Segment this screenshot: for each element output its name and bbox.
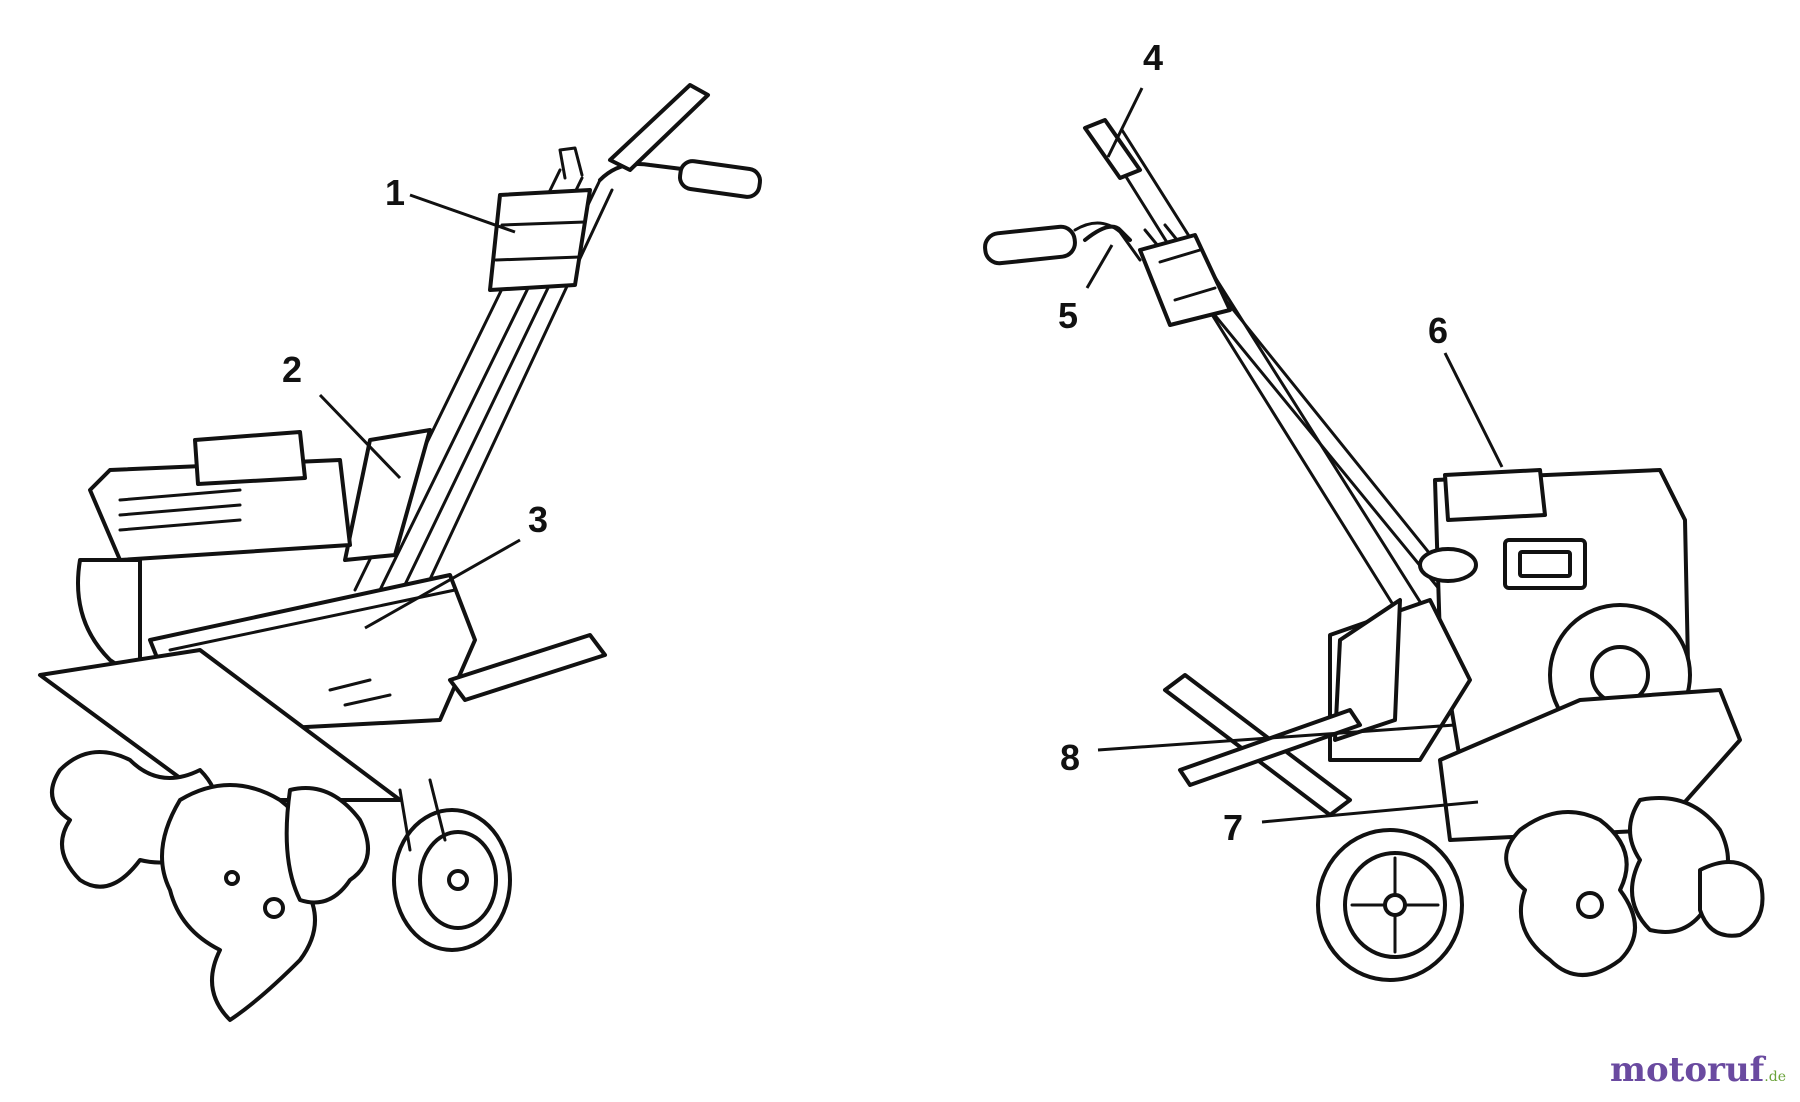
leader-line-5 [1085, 244, 1114, 289]
leader-line-7 [1261, 800, 1479, 824]
callout-1: 1 [385, 172, 516, 234]
leader-line-1 [409, 193, 516, 234]
callout-label-3: 3 [528, 499, 548, 540]
callout-3: 3 [364, 499, 548, 630]
tiller-left-illustration [38, 83, 763, 1022]
callout-label-1: 1 [385, 172, 405, 213]
callout-label-6: 6 [1428, 310, 1448, 351]
callout-label-7: 7 [1223, 807, 1243, 848]
tiller-right-illustration [983, 118, 1765, 982]
leader-line-6 [1443, 352, 1504, 468]
callout-label-2: 2 [282, 349, 302, 390]
callout-8: 8 [1060, 723, 1456, 778]
watermark-domain: .de [1764, 1069, 1786, 1085]
leader-line-4 [1106, 87, 1144, 158]
watermark-logo: motoruf.de [1610, 1050, 1786, 1090]
watermark-text: motoruf [1610, 1050, 1765, 1090]
callout-5: 5 [1058, 244, 1114, 336]
leader-line-2 [318, 393, 402, 480]
leader-line-3 [364, 538, 521, 630]
callout-label-8: 8 [1060, 737, 1080, 778]
callout-6: 6 [1428, 310, 1504, 468]
callout-label-4: 4 [1143, 37, 1163, 78]
callout-label-5: 5 [1058, 295, 1078, 336]
leader-line-8 [1097, 723, 1456, 752]
callout-7: 7 [1223, 800, 1479, 848]
callout-4: 4 [1106, 37, 1163, 158]
callout-2: 2 [282, 349, 402, 480]
